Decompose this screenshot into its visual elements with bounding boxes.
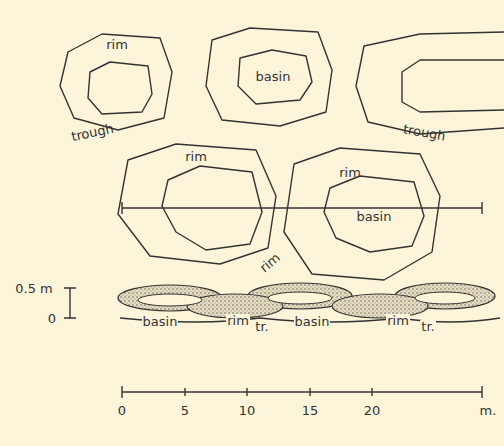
rim-label: rim bbox=[257, 249, 283, 274]
polygon-rim bbox=[206, 28, 332, 126]
polygon-basin bbox=[88, 62, 152, 114]
polygon-basin bbox=[238, 50, 312, 104]
rim-label: rim bbox=[386, 314, 410, 327]
trough-label: tr. bbox=[420, 320, 435, 333]
section-rim bbox=[332, 294, 428, 318]
polygon-basin bbox=[324, 176, 424, 252]
polygon-rim bbox=[284, 148, 440, 280]
trough-label: trough bbox=[69, 121, 116, 143]
trough-label: tr. bbox=[254, 320, 269, 333]
section-basin bbox=[415, 292, 475, 304]
scale-value: 0.5 m bbox=[14, 282, 53, 295]
polygon-rim bbox=[356, 32, 504, 134]
trough-label: trough bbox=[401, 122, 447, 143]
scale-value: 0 bbox=[47, 312, 57, 325]
rim-label: rim bbox=[226, 314, 250, 327]
rim-label: rim bbox=[184, 150, 208, 163]
vertical-scale bbox=[64, 288, 76, 318]
scale-value: 15 bbox=[301, 404, 320, 417]
scale-value: 20 bbox=[363, 404, 382, 417]
basin-label: basin bbox=[356, 210, 393, 223]
basin-label: basin bbox=[294, 315, 331, 328]
polygon-rim bbox=[60, 34, 172, 130]
section-line bbox=[122, 202, 482, 214]
polygon-basin bbox=[402, 60, 504, 112]
basin-label: basin bbox=[255, 70, 292, 83]
scale-value: 10 bbox=[238, 404, 257, 417]
section-basin bbox=[138, 294, 202, 306]
scale-bar bbox=[122, 386, 482, 398]
scale-value: 5 bbox=[180, 404, 190, 417]
section-basin bbox=[268, 292, 332, 304]
scale-unit: m. bbox=[479, 404, 498, 417]
rim-label: rim bbox=[105, 38, 129, 51]
polygon-rim bbox=[118, 144, 276, 264]
rim-label: rim bbox=[338, 166, 362, 179]
scale-value: 0 bbox=[117, 404, 127, 417]
basin-label: basin bbox=[142, 315, 179, 328]
